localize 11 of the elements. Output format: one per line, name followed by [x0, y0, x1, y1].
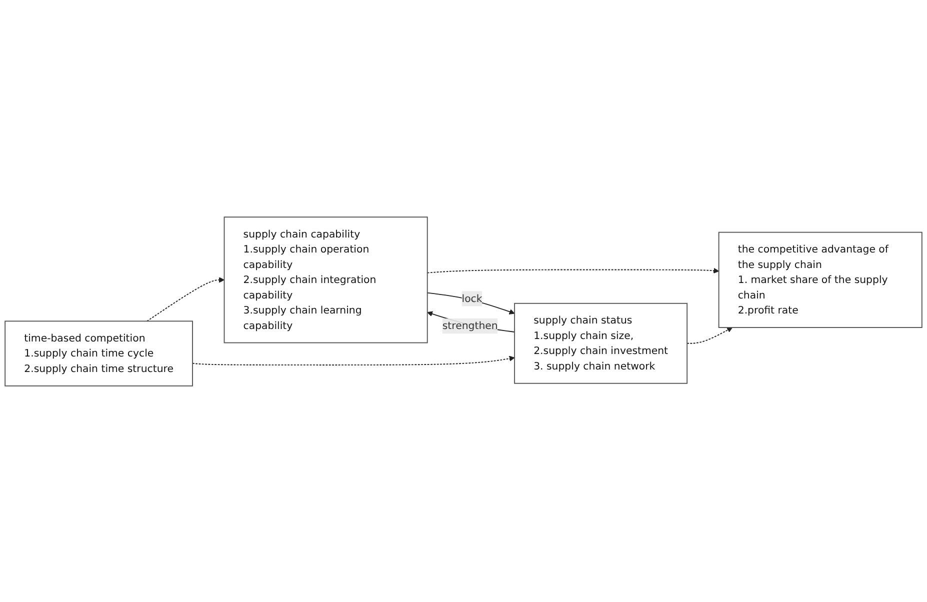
edge-label: strengthen [442, 319, 498, 332]
edge-label: lock [462, 292, 482, 304]
arrow [686, 326, 733, 344]
arrow [426, 292, 515, 314]
arrow [426, 267, 720, 273]
node-box: supply chain capability 1.supply chain operation capability 2.supply chain integration capability 3.supply chain learning capability [224, 216, 428, 343]
node-box: time-based competition 1.supply chain time cycle 2.supply chain time structure [4, 320, 193, 386]
node-box: supply chain status 1.supply chain size, 2.supply chain investment 3. supply chain network [514, 302, 688, 384]
node-box: the competitive advantage of the supply chain 1. market share of the supply chain 2.profit rate [718, 231, 922, 328]
arrow [146, 276, 224, 322]
arrow [192, 355, 515, 365]
